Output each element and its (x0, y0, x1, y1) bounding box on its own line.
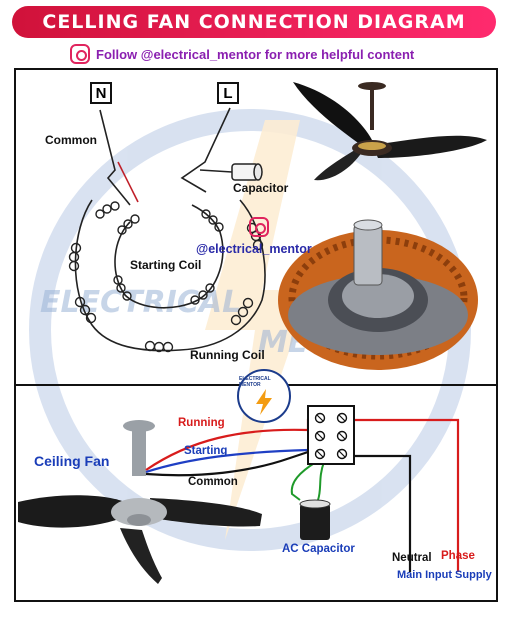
inner-winding (114, 204, 224, 309)
outer-winding (74, 199, 266, 352)
neutral-label: Neutral (392, 552, 432, 564)
neutral-wire (334, 454, 412, 572)
running-label: Running (178, 417, 225, 429)
badge-text: ELECTRICAL MENTOR (239, 376, 271, 388)
starting-coil-label: Starting Coil (130, 258, 202, 272)
bolt-icon (256, 389, 272, 415)
terminal-l: L (217, 82, 239, 104)
diagram-frame (14, 68, 498, 602)
terminal-n: N (90, 82, 112, 104)
title-bar: CELLING FAN CONNECTION DIAGRAM (12, 6, 496, 38)
common-label: Common (45, 133, 97, 147)
instagram-icon (70, 44, 90, 64)
lower-ceiling-fan (18, 420, 262, 584)
terminal-block-icon (307, 405, 355, 465)
starting-label: Starting (184, 445, 228, 457)
main-supply-label: Main Input Supply (397, 569, 492, 581)
common-wire-red (117, 161, 139, 203)
capacitor-icon (231, 163, 263, 181)
page-title: CELLING FAN CONNECTION DIAGRAM (42, 11, 466, 33)
watermark-left-word: ELECTRICAL (40, 285, 241, 320)
ceiling-fan-label: Ceiling Fan (34, 453, 110, 469)
follow-banner: Follow @electrical_mentor for more helpf… (70, 43, 414, 65)
starting-coil-loops (95, 201, 224, 305)
common-wire (145, 450, 309, 477)
ac-capacitor-label: AC Capacitor (282, 543, 355, 555)
brand-badge: ELECTRICAL MENTOR (237, 369, 291, 423)
common-wire-label: Common (188, 476, 238, 488)
stator-image (278, 219, 478, 370)
phase-label: Phase (441, 550, 475, 562)
instagram-icon-mid (249, 217, 269, 237)
capacitor-wire-a (290, 461, 317, 501)
handle-label: @electrical_mentor (196, 242, 312, 256)
starting-wire (145, 448, 309, 474)
running-coil-label: Running Coil (190, 348, 265, 362)
l-wire (180, 107, 231, 193)
capacitor-wire-b (317, 461, 325, 501)
capacitor-lead (199, 169, 233, 173)
motor-coil-diagram (74, 107, 266, 352)
ceiling-fan-image (293, 82, 487, 181)
n-wire (99, 109, 131, 206)
ac-capacitor-icon (299, 499, 331, 540)
follow-text: Follow @electrical_mentor for more helpf… (96, 46, 415, 62)
running-coil-loops (68, 222, 264, 353)
capacitor-label: Capacitor (233, 181, 289, 195)
